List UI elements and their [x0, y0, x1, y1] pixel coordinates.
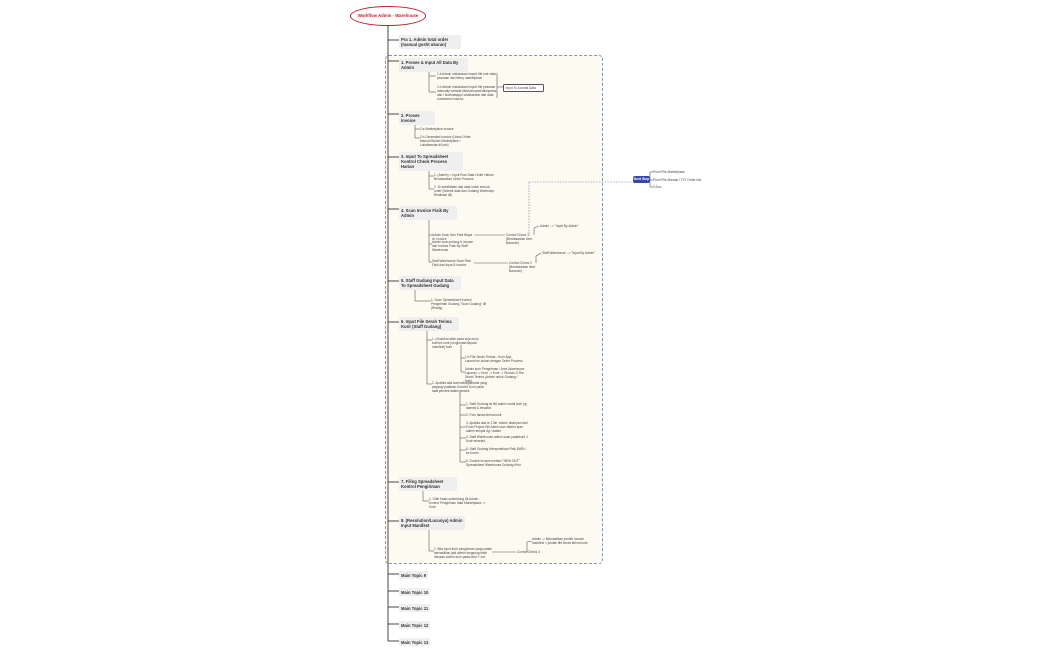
right-item-2[interactable]: Proof File Manual / TXT Order link: [653, 178, 702, 182]
subtopic-6h[interactable]: 4. Staff Warehouse admin scan pada/kurir…: [466, 435, 529, 443]
subtopic-6b[interactable]: 1.b File Serah Terima - Kurir App, Laund…: [465, 355, 523, 363]
topic-6[interactable]: 6. Input File Serah Terima Kurir (Staff …: [399, 317, 459, 331]
subtopic-2a[interactable]: 2.a Marketplace invoice: [420, 127, 454, 131]
topic-pra-1[interactable]: Pra 1. Admin total order (manual gosht u…: [399, 35, 461, 49]
admin-manifest-note[interactable]: Admin -> Memastikan jumlah invoice manif…: [532, 537, 588, 545]
control-check-3[interactable]: Control Check 3: [517, 550, 540, 554]
topic-12[interactable]: Main Topic 12: [399, 621, 431, 630]
control-check-1[interactable]: Control Check 1 (Berdasarkan Item Barcod…: [506, 233, 533, 245]
subtopic-6d[interactable]: 2. Apabila ada kurir/sebagaimana yang pe…: [432, 381, 488, 393]
topic-13[interactable]: Main Topic 13: [399, 638, 431, 647]
root-node[interactable]: Workflow Admin - Warehouse: [350, 6, 426, 26]
topic-11[interactable]: Main Topic 11: [399, 604, 431, 613]
topic-8[interactable]: 8. (Resolution/Lucunya) Admin Input Mani…: [399, 516, 465, 530]
control-check-2[interactable]: Control Check 2 (Berdasarkan Item Barcod…: [509, 261, 536, 273]
input-journal-box[interactable]: Input To Journal Data: [503, 84, 544, 92]
topic-10[interactable]: Main Topic 10: [399, 588, 431, 597]
subtopic-6g[interactable]: 3. Apabila ada le 2 file, Admin disimpan…: [466, 421, 528, 433]
topic-7[interactable]: 7. Filing Spreadsheet Kontrol Pengiriman: [399, 477, 457, 491]
right-item-1[interactable]: Proof File Marketplace: [653, 170, 685, 174]
subtopic-6i[interactable]: 5. Staff Gudang Menyerahkan Fisik BARU k…: [466, 447, 526, 455]
topic-1[interactable]: 1. Proses & Input All Data By Admin: [399, 58, 468, 72]
subtopic-4b[interactable]: Admin scan pulang & invoice dari Invoice…: [432, 240, 473, 252]
topic-5[interactable]: 5. Staff Gudang Input Data To Spreadshee…: [399, 276, 461, 290]
subtopic-6f[interactable]: 2. Foto tanda terima kurir: [466, 413, 502, 417]
subtopic-7a[interactable]: 1. Olah basic sinambung dk Admin - Kontr…: [429, 497, 486, 509]
subtopic-6a[interactable]: 1. (Gokubai silah pada sojo dulu) kurir/…: [432, 337, 479, 349]
next-step-pill[interactable]: Next Step: [633, 176, 650, 183]
staff-input-note[interactable]: Staff Warehouse --> "Input By Admin": [542, 251, 596, 255]
subtopic-2b[interactable]: 2.b Generated Invoice (Untuk Order Manua…: [420, 135, 471, 147]
subtopic-1b[interactable]: 1.b Admin melakukan import file pesanan …: [437, 85, 497, 101]
topic-4[interactable]: 4. Scan Invoice Fisik By Admin: [399, 206, 457, 220]
subtopic-6c[interactable]: Admin kurir Pengiriman / Area Warehouse …: [465, 367, 525, 383]
subtopic-8a[interactable]: 1. Bila Input kurir pengiriman yang suda…: [434, 547, 492, 559]
subtopic-3a[interactable]: 1. (Admin) = Input Row Data Order Harian…: [434, 173, 494, 181]
subtopic-4c[interactable]: Staff Warehouse Scan Resi Fisik dari inp…: [432, 259, 471, 267]
topic-2[interactable]: 2. Proses Invoice: [399, 111, 435, 125]
subtopic-3b[interactable]: 2. Jk sebelitatan dari data untuk semua …: [434, 185, 495, 197]
subtopic-5a[interactable]: 1. Scan Spreadsheet Kontrol Pengiriman G…: [431, 298, 487, 310]
subtopic-6j[interactable]: 6. Double Invoice melalui "NEW OUT" Spre…: [466, 459, 521, 467]
topic-3[interactable]: 3. Input To Spreadsheet Kontrol Check Pr…: [399, 152, 463, 171]
subtopic-1a[interactable]: 1.a Admin melakukan import file ordr dat…: [437, 72, 496, 80]
subtopic-6e[interactable]: 1. Staff Gudang isi file admin mulai kur…: [466, 402, 527, 410]
right-item-3[interactable]: 3.Doc: [653, 185, 662, 189]
subtopic-4a[interactable]: Admin Scan Non Fisik Biaya dr. Invoice: [432, 233, 473, 241]
admin-input-note[interactable]: Admin --> "Input By Admin": [540, 224, 579, 228]
topic-9[interactable]: Main Topic 9: [399, 571, 429, 580]
